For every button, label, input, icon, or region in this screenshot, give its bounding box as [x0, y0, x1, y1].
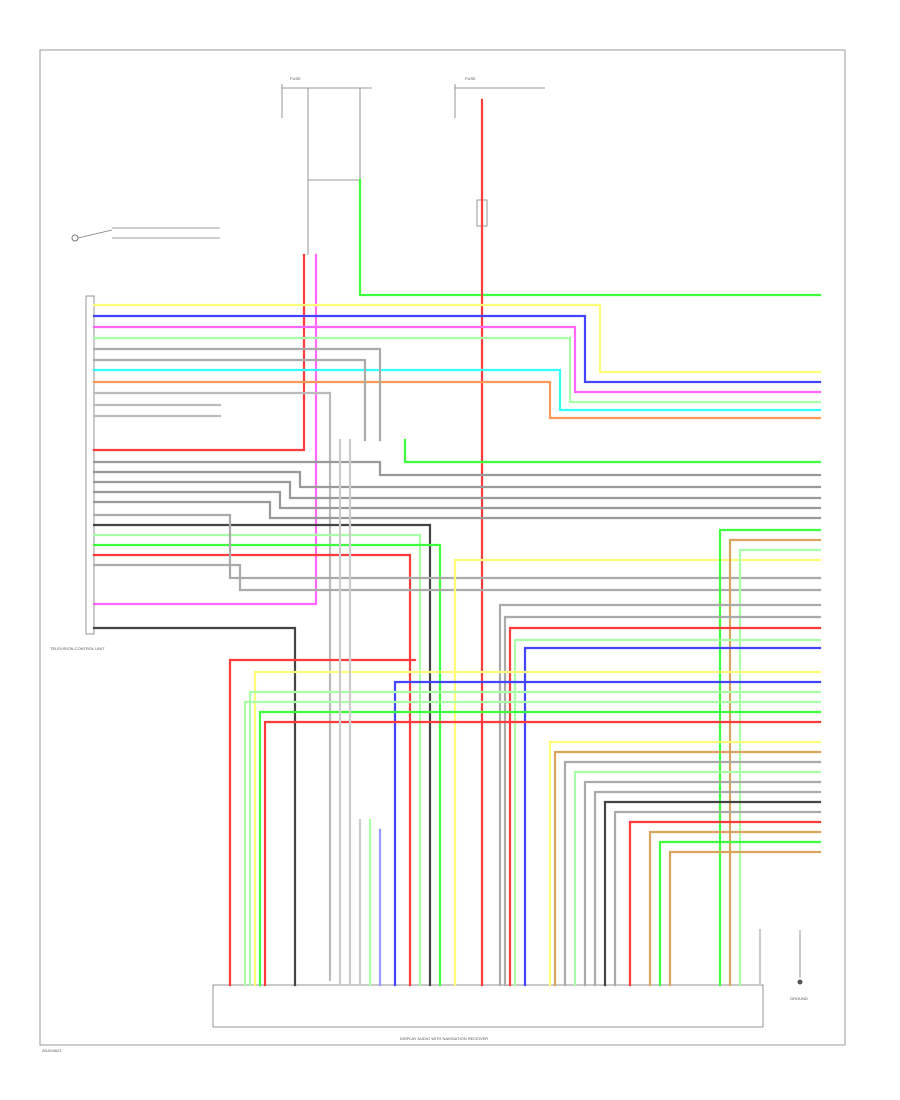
wire-green-2	[403, 438, 822, 464]
wire-gray-11	[92, 513, 822, 580]
wire-red-4	[228, 658, 417, 987]
wire-red-3	[508, 626, 822, 987]
wire-green-4	[718, 528, 822, 987]
wire-yellow-1	[92, 303, 822, 374]
wire-gray-1	[92, 347, 382, 442]
wire-violet-top	[92, 253, 318, 606]
fuse-block-left	[281, 84, 372, 255]
wire-orange-1	[92, 380, 822, 420]
left-connector-box	[85, 295, 95, 635]
wire-gray-12	[92, 563, 822, 592]
fuse-label-b: FUSE	[465, 76, 476, 81]
connector-title: DISPLAY AUDIO WITH NAVIGATION RECEIVER	[400, 1036, 488, 1041]
wire-lgreen-1	[92, 336, 822, 404]
wire-black-1	[92, 523, 432, 987]
wire-tan-4	[668, 850, 822, 987]
wire-gray-14	[503, 615, 822, 987]
wire-lgreen-7	[573, 770, 822, 987]
wire-tan-1	[728, 538, 822, 987]
wire-gray-15	[563, 760, 822, 987]
wire-black-3	[603, 800, 822, 987]
wire-blue-2	[523, 646, 822, 987]
wire-green-5	[258, 710, 822, 987]
wire-blue-3	[393, 680, 822, 987]
wire-cyan-1	[92, 368, 822, 412]
wire-lgreen-5	[248, 690, 822, 987]
wire-green-top	[358, 178, 822, 297]
wire-gray-6	[92, 460, 822, 477]
wire-tan-2	[553, 750, 822, 987]
wire-blue-1	[92, 314, 822, 384]
wire-gray-7	[92, 470, 822, 489]
switch-symbol	[71, 227, 220, 242]
ground-label: GROUND	[790, 996, 808, 1001]
wire-gray-17	[593, 790, 822, 987]
wires	[92, 98, 822, 987]
wire-red-5	[263, 720, 822, 987]
receiver-connector-box	[212, 984, 764, 1028]
left-component-label: TELEVISION CONTROL UNIT	[50, 646, 105, 651]
fuse-label-a: FUSE	[290, 76, 301, 81]
wire-lgreen-2	[92, 533, 422, 987]
footer-code: W1004823	[42, 1048, 62, 1053]
wire-gray-13	[498, 603, 822, 987]
wire-green-6	[658, 840, 822, 987]
wire-red-6	[628, 820, 822, 987]
wire-gray-9	[92, 490, 822, 510]
wire-violet-1	[92, 325, 822, 394]
wire-gray-2	[92, 358, 367, 442]
wire-red-left	[92, 253, 306, 452]
diagram-frame	[39, 49, 846, 1046]
wire-gray-16	[583, 780, 822, 987]
wire-lgreen-3	[738, 548, 822, 987]
wire-gray-3	[92, 391, 332, 982]
wire-gray-8	[92, 480, 822, 500]
wire-gray-10	[92, 500, 822, 520]
wire-red-2	[92, 553, 412, 987]
wire-black-2	[92, 626, 297, 987]
ground-symbol: GROUND	[790, 930, 808, 1001]
wire-yellow-4	[548, 740, 822, 987]
wire-green-3	[92, 543, 442, 987]
wire-tan-3	[648, 830, 822, 987]
wire-lgreen-6	[243, 700, 822, 987]
wire-yellow-3	[253, 670, 822, 987]
wire-gray-18	[613, 810, 822, 987]
wire-lgreen-4	[513, 638, 822, 987]
fuse-block-right	[454, 84, 545, 227]
wire-yellow-2	[453, 558, 822, 987]
